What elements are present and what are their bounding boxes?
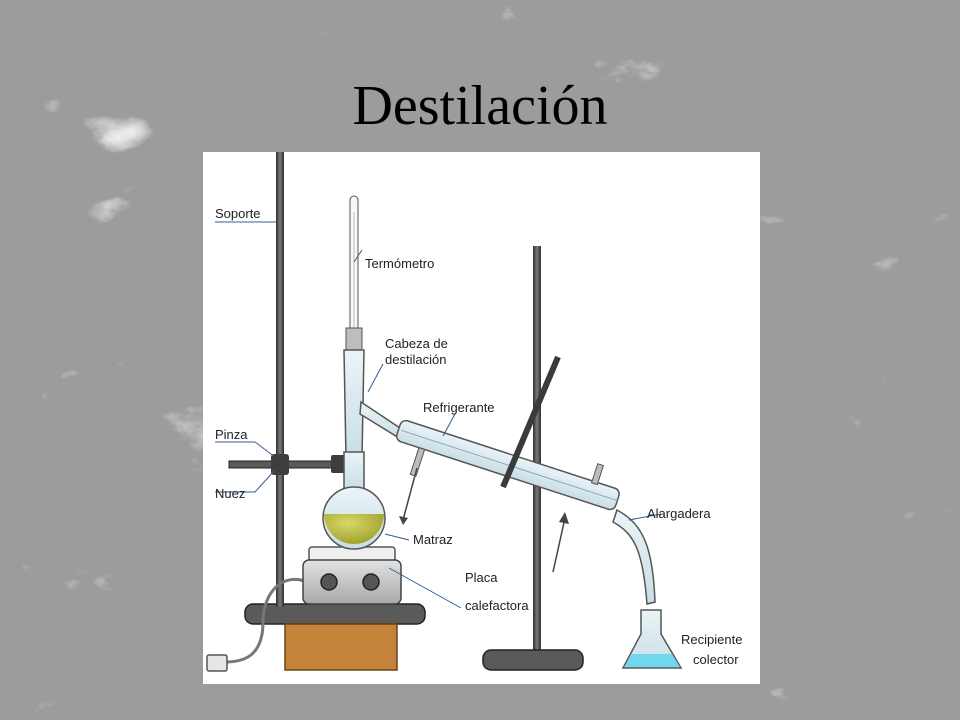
clamp-jaw [331,455,345,473]
label-matraz: Matraz [413,532,453,547]
condenser-inlet [409,447,426,477]
receiver-liquid [624,654,680,667]
left-stand-base [244,603,426,625]
hot-plate-body [302,559,402,605]
hot-plate-knob-left [320,573,338,591]
adapter [612,508,656,605]
condenser-clamp [500,355,561,489]
slide-title: Destilación [352,75,608,137]
label-cabeza-2: destilación [385,352,446,367]
distillation-diagram: Soporte Termómetro Cabeza de destilación… [203,152,760,684]
label-refrigerante: Refrigerante [423,400,495,415]
boss-head [271,454,289,475]
label-leaders [215,221,662,609]
right-stand-base [482,649,584,671]
label-pinza: Pinza [215,427,248,442]
label-soporte: Soporte [215,206,261,221]
label-recipiente-1: Recipiente [681,632,742,647]
label-termometro: Termómetro [365,256,434,271]
flask-liquid [324,514,384,544]
label-placa-2: calefactora [465,598,529,613]
label-recipiente-2: colector [693,652,739,667]
label-placa-1: Placa [465,570,498,585]
right-stand-rod [533,246,541,654]
water-in-arrow [552,517,566,573]
water-out-arrow [402,467,418,521]
label-cabeza-1: Cabeza de [385,336,448,351]
label-nuez: Nuez [215,486,245,501]
flask-neck [343,451,365,491]
power-cable [224,577,308,664]
receiving-flask [621,609,683,669]
left-stand-rod [276,152,284,607]
distillation-apparatus: Soporte Termómetro Cabeza de destilación… [206,152,742,672]
power-plug [206,654,228,672]
label-alargadera: Alargadera [647,506,711,521]
hot-plate-knob-right [362,573,380,591]
side-arm [359,400,404,440]
wood-block [284,623,398,671]
condenser-outlet [590,463,605,486]
